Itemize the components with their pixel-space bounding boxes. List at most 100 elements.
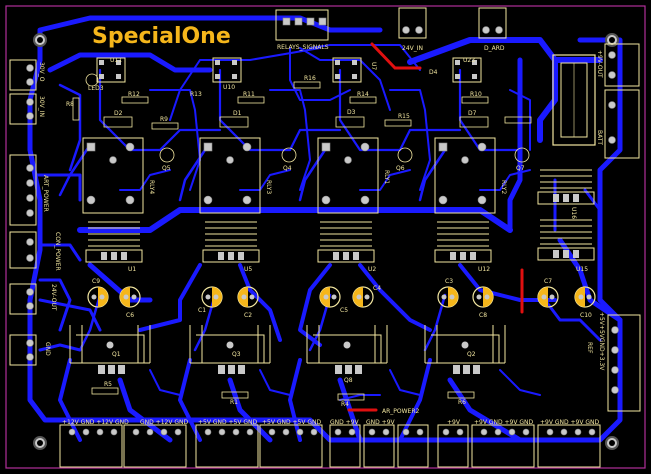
refdes: U15 bbox=[576, 266, 588, 273]
refdes: R14 bbox=[357, 91, 369, 98]
power-transistor-pads bbox=[98, 341, 480, 374]
v30-o-connector: 30V_O bbox=[9, 59, 45, 91]
refdes: U10 bbox=[223, 84, 235, 91]
relays-signals-connector: RELAYS_SIGNALS bbox=[275, 9, 329, 51]
refdes: RLY3 bbox=[265, 180, 272, 194]
v24-in-connector: 24V_IN bbox=[398, 7, 427, 52]
refdes: Q7 bbox=[516, 165, 525, 172]
refdes: D3 bbox=[347, 109, 356, 116]
refdes: R11 bbox=[243, 91, 255, 98]
refdes: C7 bbox=[544, 278, 552, 285]
bottom-connector-label: +9V GND +9V GND bbox=[474, 419, 534, 426]
batt-connector: BATT bbox=[596, 89, 640, 159]
bottom-copper-jumpers bbox=[347, 42, 524, 412]
ref-label: REF bbox=[586, 342, 593, 354]
refdes: C3 bbox=[445, 278, 453, 285]
refdes: C2 bbox=[244, 312, 252, 319]
bottom-connector-label: +5V GND +5V GND bbox=[198, 419, 258, 426]
bottom-connector-label: GND +12V GND bbox=[140, 419, 188, 426]
refdes: D2 bbox=[114, 110, 123, 117]
refdes: R9 bbox=[160, 116, 168, 123]
bottom-connector-label: +12V GND +12V GND bbox=[62, 419, 129, 426]
refdes: R10 bbox=[470, 91, 482, 98]
refdes: C8 bbox=[479, 312, 487, 319]
relay-row: RLY4 RLY3 RLY1 RLY2 bbox=[82, 137, 507, 214]
refdes: U7 bbox=[370, 62, 377, 70]
refdes: C9 bbox=[92, 278, 100, 285]
v30-in-label: 30V_IN bbox=[38, 96, 45, 117]
bottom-connector-row: +12V GND +12V GND GND +12V GND +5V GND +… bbox=[59, 419, 601, 468]
mounting-holes bbox=[33, 33, 619, 450]
art-power-label: ART_POWER bbox=[42, 175, 49, 212]
bottom-connector-label: GND +9V bbox=[330, 419, 360, 426]
refdes: R6 bbox=[458, 399, 466, 406]
refdes: Q4 bbox=[283, 165, 292, 172]
refdes: C10 bbox=[580, 312, 592, 319]
copper-traces bbox=[27, 15, 623, 443]
bottom-resistors: R5 R1 R4 R6 bbox=[91, 381, 475, 408]
ar-power2-label: AR_POWER2 bbox=[382, 408, 420, 415]
refdes: R12 bbox=[128, 91, 140, 98]
refdes: Q2 bbox=[467, 351, 476, 358]
refdes: Q3 bbox=[232, 351, 241, 358]
refdes: Q5 bbox=[162, 165, 171, 172]
refdes: C4 bbox=[373, 285, 381, 292]
refdes: Q1 bbox=[112, 351, 121, 358]
v24-in-label: 24V_IN bbox=[402, 45, 423, 52]
refdes: Q6 bbox=[396, 165, 405, 172]
refdes: RLY4 bbox=[148, 180, 155, 194]
refdes: U12 bbox=[478, 266, 490, 273]
refdes: RLY2 bbox=[500, 180, 507, 194]
batt-label: BATT bbox=[596, 130, 603, 145]
refdes: U2 bbox=[368, 266, 376, 273]
refdes: R8 bbox=[66, 101, 74, 108]
refdes: C5 bbox=[340, 307, 348, 314]
optocoupler-row: U11 U10 U7 U23 bbox=[96, 57, 482, 91]
gnd-label: GND bbox=[44, 342, 51, 356]
refdes: R13 bbox=[190, 91, 202, 98]
power-transistor-labels: Q1 Q3 Q8 Q2 bbox=[112, 351, 476, 384]
refdes: LED3 bbox=[88, 85, 104, 92]
regulator-labels: U1 U5 U2 U12 U15 U16 bbox=[128, 207, 588, 273]
bottom-connector-label: GND +9V bbox=[366, 419, 396, 426]
refdes: R1 bbox=[230, 399, 238, 406]
regulator-pads bbox=[101, 194, 579, 260]
relays-signals-label: RELAYS_SIGNALS bbox=[277, 44, 329, 51]
refdes: U16 bbox=[570, 207, 577, 219]
bottom-connector-label: +9V bbox=[447, 419, 461, 426]
refdes: U1 bbox=[128, 266, 136, 273]
refdes: U5 bbox=[244, 266, 252, 273]
art-power-connector: ART_POWER bbox=[9, 154, 49, 226]
capacitor-row: C9 C6 C1 C2 C5 C4 C3 C8 C7 C10 bbox=[87, 278, 596, 319]
refdes: R16 bbox=[304, 75, 316, 82]
right-side-label: +5V+5VGND+3.3V bbox=[598, 312, 605, 371]
power-transistor-row bbox=[69, 325, 506, 364]
v9-out-connector: +9V-OUT bbox=[596, 43, 640, 87]
refdes: C1 bbox=[198, 307, 206, 314]
refdes: R4 bbox=[341, 401, 349, 408]
refdes: U11 bbox=[110, 57, 122, 64]
refdes: D4 bbox=[429, 69, 438, 76]
refdes: R15 bbox=[398, 113, 410, 120]
board-outline bbox=[5, 5, 646, 469]
battery-holder bbox=[552, 54, 596, 146]
v24-out-label: 24V-OUT bbox=[50, 284, 57, 311]
v9-out-label: +9V-OUT bbox=[596, 50, 603, 78]
refdes: RLY1 bbox=[383, 170, 390, 184]
refdes: U23 bbox=[463, 57, 475, 64]
bottom-connector-label: +9V GND +9V GND bbox=[540, 419, 600, 426]
right-side-connector: +5V+5VGND+3.3V REF bbox=[586, 312, 641, 412]
refdes: Q8 bbox=[344, 377, 353, 384]
regulator-row bbox=[85, 169, 595, 263]
gnd-connector: GND bbox=[9, 334, 51, 366]
v30-in-connector: 30V_IN bbox=[9, 93, 45, 125]
d-ard-label: D_ARD bbox=[484, 45, 505, 52]
d-ard-connector: D_ARD bbox=[478, 7, 507, 52]
board-title: SpecialOne bbox=[92, 24, 231, 49]
v24-out-connector: 24V-OUT bbox=[9, 283, 57, 315]
con-power-connector: CON_POWER bbox=[9, 231, 61, 271]
v30-o-label: 30V_O bbox=[38, 62, 45, 82]
bottom-connector-label: +5V GND +5V GND bbox=[262, 419, 322, 426]
refdes: R5 bbox=[104, 381, 112, 388]
